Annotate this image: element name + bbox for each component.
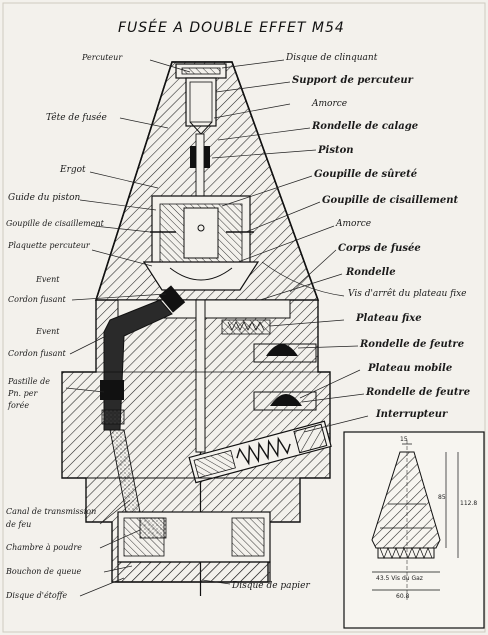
label-disque-etoffe: Disque d'étoffe <box>6 591 68 600</box>
label-rondelle-de-feutre-2: Rondelle de feutre <box>366 387 471 398</box>
label-bouchon-de-queue: Bouchon de queue <box>6 567 82 576</box>
label-goupille-de-surete: Goupille de sûreté <box>314 169 418 180</box>
label-piston: Piston <box>318 145 354 156</box>
inset-drawing <box>343 431 485 629</box>
inset-dim-total-height: 112.8 <box>460 500 478 507</box>
inset-dim-top: 15 <box>400 436 408 443</box>
leader-lines <box>65 59 369 597</box>
label-rondelle-de-feutre-1: Rondelle de feutre <box>360 339 465 350</box>
label-interrupteur: Interrupteur <box>376 409 448 420</box>
label-disque-de-papier: Disque de papier <box>232 581 310 591</box>
label-guide-du-piston: Guide du piston <box>8 193 81 203</box>
label-plateau-fixe: Plateau fixe <box>356 313 422 324</box>
label-cordon-fusant-1: Cordon fusant <box>8 295 66 304</box>
label-cordon-fusant-2: Cordon fusant <box>8 349 66 358</box>
label-disque-de-clinquant: Disque de clinquant <box>286 53 378 63</box>
label-event-2: Event <box>36 327 60 336</box>
label-percuteur: Percuteur <box>82 53 123 62</box>
label-chambre-a-poudre: Chambre à poudre <box>6 543 82 552</box>
label-goupille-de-cisaillement-left: Goupille de cisaillement <box>6 219 104 228</box>
inset-dim-thread: 43.5 Vis du Gaz <box>376 575 423 582</box>
label-canal-de-transmission: Canal de transmission de feu <box>6 507 97 529</box>
label-rondelle: Rondelle <box>346 267 396 278</box>
label-amorce-lower: Amorce <box>336 219 372 229</box>
label-tete-de-fusee: Tête de fusée <box>46 113 107 123</box>
label-pastille-perforee: Pastille de Pn. per forée <box>8 377 50 410</box>
inset-dim-height: 85 <box>438 494 446 501</box>
label-goupille-de-cisaillement-right: Goupille de cisaillement <box>322 195 459 206</box>
label-ergot: Ergot <box>60 165 86 175</box>
diagram-title: FUSÉE A DOUBLE EFFET M54 <box>118 20 345 36</box>
label-plaquette-percuteur: Plaquette percuteur <box>8 241 90 250</box>
label-support-de-percuteur: Support de percuteur <box>292 75 413 86</box>
label-corps-de-fusee: Corps de fusée <box>338 243 421 254</box>
label-plateau-mobile: Plateau mobile <box>368 363 453 374</box>
label-vis-arret-plateau-fixe: Vis d'arrêt du plateau fixe <box>348 289 467 299</box>
inset-dim-width: 60.8 <box>396 593 410 600</box>
label-event-1: Event <box>36 275 60 284</box>
label-rondelle-de-calage: Rondelle de calage <box>312 121 419 132</box>
label-amorce-top: Amorce <box>312 99 348 109</box>
